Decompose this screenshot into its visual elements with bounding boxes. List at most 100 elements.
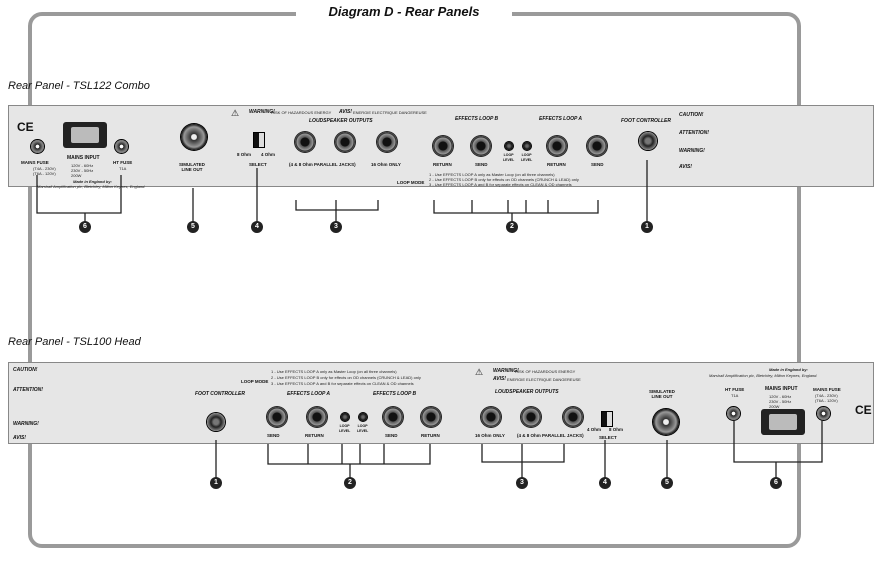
- head-loop-a-label: EFFECTS LOOP A: [287, 391, 330, 397]
- head-callout-6: 6: [770, 477, 782, 489]
- combo-loop-b-level-knob[interactable]: [505, 142, 513, 150]
- combo-loop-mode-3: 3 - Use EFFECTS LOOP A and B for separat…: [429, 182, 572, 187]
- combo-loop-mode-2: 2 - Use EFFECTS LOOP B only for effects …: [429, 177, 579, 182]
- combo-ht-fuse-label: HT FUSE: [113, 160, 133, 165]
- head-foot-controller-jack[interactable]: [207, 413, 225, 431]
- diagram-title: Diagram D - Rear Panels: [328, 4, 480, 19]
- head-warning-sub: RISK OF HAZARDOUS ENERGY: [515, 369, 576, 374]
- combo-callout-3: 3: [330, 221, 342, 233]
- head-ohm4: 4 Ohm: [587, 427, 602, 432]
- head-line-out-label: SIMULATED LINE OUT: [649, 389, 675, 399]
- combo-loop-a-return-jack[interactable]: [547, 136, 567, 156]
- combo-speaker-parallel-label: (4 & 8 Ohm PARALLEL JACKS): [289, 162, 356, 167]
- combo-ohm8: 8 Ohm: [237, 152, 252, 157]
- combo-loop-a-send-label: SEND: [591, 162, 604, 167]
- head-loop-a-send-jack[interactable]: [267, 407, 287, 427]
- head-ht-fuse-spec: T1A: [731, 393, 739, 398]
- combo-loop-b-send-jack[interactable]: [471, 136, 491, 156]
- combo-speaker-jack-3[interactable]: [377, 132, 397, 152]
- combo-callout-6: 6: [79, 221, 91, 233]
- combo-loop-b-level-label: LOOP LEVEL: [503, 153, 515, 162]
- combo-loop-b-return-jack[interactable]: [433, 136, 453, 156]
- head-callout-5: 5: [661, 477, 673, 489]
- head-avis2: AVIS!: [13, 435, 26, 441]
- combo-caution: CAUTION!: [679, 112, 704, 118]
- head-loop-b-label: EFFECTS LOOP B: [373, 391, 417, 397]
- combo-mains-fuse-spec: (T4A - 230V) (T6A - 120V): [33, 166, 56, 176]
- combo-loop-a-level-label: LOOP LEVEL: [521, 153, 533, 162]
- combo-warning2: WARNING!: [679, 148, 705, 154]
- combo-ht-fuse-holder: [115, 140, 128, 153]
- head-warning: WARNING!: [493, 368, 519, 374]
- combo-loop-b-send-label: SEND: [475, 162, 488, 167]
- head-loop-a-level-knob[interactable]: [341, 413, 349, 421]
- head-mains-fuse-label: MAINS FUSE: [813, 387, 841, 392]
- head-speaker-16-label: 16 Ohm ONLY: [475, 433, 505, 438]
- combo-mains-fuse-holder: [31, 140, 44, 153]
- combo-callout-4: 4: [251, 221, 263, 233]
- head-loop-b-return-label: RETURN: [421, 433, 440, 438]
- combo-speaker-jack-2[interactable]: [335, 132, 355, 152]
- head-loop-b-send-label: SEND: [385, 433, 398, 438]
- combo-warning-triangle-icon: ⚠: [231, 108, 240, 118]
- head-line-out-xlr: [653, 409, 679, 435]
- head-loop-mode-3: 3 - Use EFFECTS LOOP A and B for separat…: [271, 381, 414, 386]
- head-made-in: Made in England by:: [769, 367, 808, 372]
- combo-impedance-switch[interactable]: [253, 132, 265, 148]
- head-impedance-switch[interactable]: [601, 411, 613, 427]
- head-rear-panel: CAUTION! ATTENTION! WARNING! AVIS! FOOT …: [8, 362, 874, 444]
- head-caution: CAUTION!: [13, 367, 38, 373]
- head-callout-2: 2: [344, 477, 356, 489]
- combo-speaker-jack-1[interactable]: [295, 132, 315, 152]
- head-speaker-jack-2[interactable]: [521, 407, 541, 427]
- combo-callout-1: 1: [641, 221, 653, 233]
- combo-ohm4: 4 Ohm: [261, 152, 276, 157]
- head-ohm8: 8 Ohm: [609, 427, 624, 432]
- head-mains-fuse-spec: (T4A - 230V) (T6A - 120V): [815, 393, 838, 403]
- combo-rear-panel: CE MAINS FUSE (T4A - 230V) (T6A - 120V) …: [8, 105, 874, 189]
- head-speaker-parallel-label: (4 & 8 Ohm PARALLEL JACKS): [517, 433, 584, 438]
- head-ht-fuse-label: HT FUSE: [725, 387, 745, 392]
- combo-ht-fuse-spec: T1A: [119, 166, 127, 171]
- combo-mains-input-label: MAINS INPUT: [67, 155, 100, 161]
- head-mains-input-spec: 120V - 60Hz 230V - 50Hz 200W: [769, 394, 792, 409]
- head-mains-fuse-holder: [817, 407, 830, 420]
- head-callout-4: 4: [599, 477, 611, 489]
- ce-mark: CE: [17, 120, 34, 134]
- head-loop-b-level-knob[interactable]: [359, 413, 367, 421]
- combo-line-out-xlr: [181, 124, 207, 150]
- head-avis: AVIS!: [493, 376, 506, 382]
- head-ht-fuse-holder: [727, 407, 740, 420]
- head-avis-sub: ENERGIE ELECTRIQUE DANGEREUSE: [507, 377, 581, 382]
- head-loop-mode-1: 1 - Use EFFECTS LOOP A only as Master Lo…: [271, 369, 397, 374]
- combo-loop-a-level-knob[interactable]: [523, 142, 531, 150]
- head-speaker-jack-3[interactable]: [563, 407, 583, 427]
- combo-foot-controller-jack[interactable]: [639, 132, 657, 150]
- combo-avis: AVIS!: [339, 109, 352, 115]
- head-warning2: WARNING!: [13, 421, 39, 427]
- head-speaker-jack-1[interactable]: [481, 407, 501, 427]
- head-loop-b-return-jack[interactable]: [421, 407, 441, 427]
- outer-frame: [28, 12, 801, 548]
- head-loop-b-send-jack[interactable]: [383, 407, 403, 427]
- head-loop-b-level-label: LOOP LEVEL: [357, 424, 369, 433]
- combo-speaker-16-label: 16 Ohm ONLY: [371, 162, 401, 167]
- combo-loop-a-label: EFFECTS LOOP A: [539, 116, 582, 122]
- head-callout-1: 1: [210, 477, 222, 489]
- combo-speaker-outputs-label: LOUDSPEAKER OUTPUTS: [309, 118, 373, 124]
- combo-loop-mode-label: LOOP MODE: [397, 180, 425, 185]
- combo-foot-controller-label: FOOT CONTROLLER: [621, 118, 671, 124]
- combo-loop-b-label: EFFECTS LOOP B: [455, 116, 499, 122]
- combo-mains-fuse-label: MAINS FUSE: [21, 160, 49, 165]
- head-warning-triangle-icon: ⚠: [475, 367, 484, 377]
- combo-line-out-label: SIMULATED LINE OUT: [179, 162, 205, 172]
- combo-maker: Marshall Amplification plc, Bletchley, M…: [37, 184, 146, 189]
- combo-iec-socket: [63, 122, 107, 148]
- head-section-label: Rear Panel - TSL100 Head: [8, 336, 141, 348]
- combo-loop-a-return-label: RETURN: [547, 162, 566, 167]
- head-ce-mark: CE: [855, 403, 872, 417]
- combo-loop-a-send-jack[interactable]: [587, 136, 607, 156]
- head-loop-a-return-jack[interactable]: [307, 407, 327, 427]
- title-container: Diagram D - Rear Panels: [296, 2, 512, 22]
- combo-attention: ATTENTION!: [679, 130, 709, 136]
